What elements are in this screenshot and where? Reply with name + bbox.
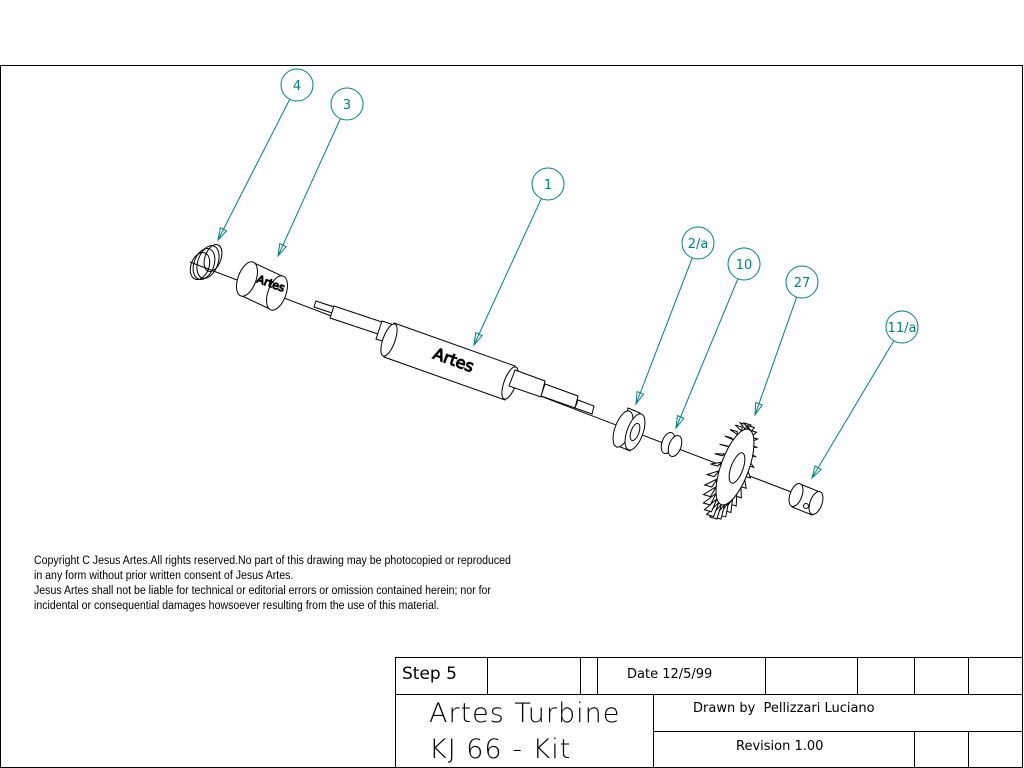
balloon-label: 10 xyxy=(736,258,753,273)
nut-part xyxy=(788,483,824,516)
turbine-wheel-part xyxy=(702,421,760,520)
leader-line xyxy=(675,278,739,429)
spacer-part: Artes xyxy=(236,261,288,311)
leader-arrowhead-icon xyxy=(754,401,764,417)
balloon-circle xyxy=(785,265,819,299)
turbine-blade xyxy=(705,469,721,478)
drawing-title: Artes Turbine xyxy=(429,698,621,729)
balloon-circle xyxy=(280,68,314,102)
balloon-turbine-wheel: 27 xyxy=(754,265,819,417)
drawing-subtitle: KJ 66 - Kit xyxy=(429,734,572,765)
turbine-blade xyxy=(719,443,730,447)
balloon-washer: 10 xyxy=(675,247,761,430)
turbine-blade xyxy=(746,424,756,433)
spring-part xyxy=(189,244,223,281)
balloon-spacer: 3 xyxy=(277,87,364,258)
balloon-label: 11/a xyxy=(888,321,917,336)
balloon-shaft: 1 xyxy=(473,167,565,347)
copyright-notice: Copyright C Jesus Artes.All rights reser… xyxy=(34,554,511,614)
balloon-label: 4 xyxy=(293,79,301,94)
leader-arrowhead-icon xyxy=(635,390,645,406)
step-label: Step 5 xyxy=(402,664,457,684)
copyright-line: Jesus Artes shall not be liable for tech… xyxy=(34,585,491,597)
date-label: Date 12/5/99 xyxy=(627,667,713,682)
shaft-part: Artes xyxy=(313,300,595,415)
leader-arrowhead-icon xyxy=(277,242,287,258)
leader-arrowhead-icon xyxy=(217,226,228,242)
turbine-blade xyxy=(702,486,717,498)
drawing-frame xyxy=(0,65,1023,768)
balloon-circle xyxy=(531,167,565,201)
balloon-callouts: 4 3 1 2/a 10 27 11/a xyxy=(217,68,919,480)
balloon-bearing: 2/a xyxy=(635,226,715,406)
balloon-label: 1 xyxy=(544,178,552,193)
leader-line xyxy=(635,257,693,405)
leader-line xyxy=(217,99,291,241)
leader-arrowhead-icon xyxy=(811,465,822,480)
balloon-spring: 4 xyxy=(217,68,314,242)
title-block-grid xyxy=(395,657,1023,768)
turbine-blade xyxy=(710,461,724,467)
revision-label: Revision 1.00 xyxy=(736,739,824,754)
drawn-by-label: Drawn by Pellizzari Luciano xyxy=(693,701,875,716)
turbine-blade xyxy=(724,435,734,441)
copyright-line: incidental or consequential damages hows… xyxy=(34,600,440,612)
leader-line xyxy=(811,340,895,479)
balloon-label: 2/a xyxy=(688,237,709,252)
turbine-blade xyxy=(729,429,739,436)
balloon-nut: 11/a xyxy=(811,310,919,480)
bearing-part xyxy=(612,407,646,452)
leader-line xyxy=(473,198,542,346)
turbine-blade xyxy=(734,424,743,433)
turbine-blade xyxy=(714,453,726,457)
washer-part xyxy=(660,431,683,458)
turbine-blade xyxy=(702,493,717,506)
leader-line xyxy=(754,296,798,416)
copyright-line: in any form without prior written consen… xyxy=(34,570,294,582)
balloon-circle xyxy=(727,247,761,281)
leader-arrowhead-icon xyxy=(473,331,484,347)
turbine-blade xyxy=(703,477,719,488)
balloon-circle xyxy=(330,87,364,121)
balloon-label: 27 xyxy=(794,276,811,291)
leader-line xyxy=(277,118,341,257)
balloon-label: 3 xyxy=(343,98,351,113)
balloon-circle xyxy=(681,226,715,260)
leader-arrowhead-icon xyxy=(675,414,685,430)
balloon-circle xyxy=(885,310,919,344)
copyright-line: Copyright C Jesus Artes.All rights reser… xyxy=(34,555,511,567)
